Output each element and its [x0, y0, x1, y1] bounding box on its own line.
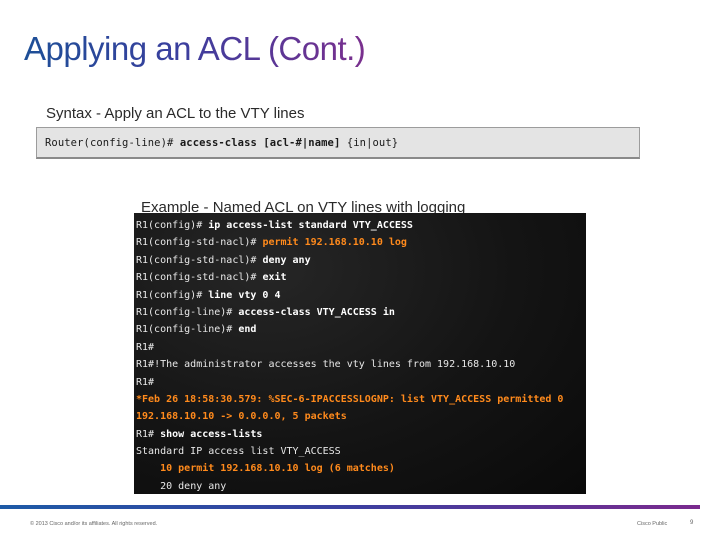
- terminal-text: deny any: [262, 254, 311, 266]
- terminal-prompt: R1(config)#: [136, 220, 209, 231]
- terminal-text: permit 192.168.10.10 log: [262, 237, 407, 249]
- terminal-line: Standard IP access list VTY_ACCESS: [136, 443, 563, 460]
- terminal-line: R1(config-std-nacl)# deny any: [136, 252, 563, 269]
- footer-classification: Cisco Public: [637, 521, 668, 527]
- footer-bar: [0, 505, 700, 509]
- terminal-prompt: R1(config-std-nacl)#: [136, 237, 263, 249]
- terminal-line: 10 permit 192.168.10.10 log (6 matches): [136, 460, 563, 477]
- terminal-text: show access-lists: [160, 428, 263, 440]
- slide-title: Applying an ACL (Cont.): [24, 30, 366, 67]
- terminal-prompt: R1#: [136, 341, 155, 353]
- syntax-prompt: Router(config-line)#: [45, 137, 180, 149]
- terminal-text: !The administrator accesses the vty line…: [154, 359, 516, 371]
- terminal-prompt: R1#: [136, 376, 155, 388]
- syntax-args-bold: [acl-#|name]: [256, 137, 341, 149]
- terminal-line: R1(config-line)# end: [136, 321, 563, 338]
- page-number: 9: [690, 520, 694, 526]
- terminal-prompt: R1(config-std-nacl)#: [136, 272, 263, 284]
- terminal-prompt: R1(config-line)#: [136, 324, 239, 336]
- terminal-text: line vty 0 4: [208, 289, 281, 301]
- terminal-line: R1#: [136, 339, 563, 356]
- terminal-line: 192.168.10.10 -> 0.0.0.0, 5 packets: [136, 408, 563, 425]
- terminal-line: R1(config)# line vty 0 4: [136, 287, 563, 304]
- terminal-prompt: R1#: [136, 359, 155, 371]
- syntax-args: {in|out}: [340, 137, 399, 149]
- terminal-line: R1#!The administrator accesses the vty l…: [136, 356, 563, 373]
- terminal-text: Standard IP access list VTY_ACCESS: [136, 446, 341, 458]
- terminal-line: R1(config)# ip access-list standard VTY_…: [136, 217, 563, 234]
- terminal-prompt: R1(config-line)#: [136, 306, 239, 318]
- terminal-line: 20 deny any: [136, 478, 563, 495]
- terminal-text: exit: [262, 272, 287, 284]
- terminal-prompt: R1(config)#: [136, 289, 209, 301]
- terminal-text: 20 deny any: [160, 480, 227, 492]
- terminal-line: *Feb 26 18:58:30.579: %SEC-6-IPACCESSLOG…: [136, 391, 563, 408]
- terminal-prompt: [136, 463, 160, 474]
- terminal-text: *Feb 26 18:58:30.579: %SEC-6-IPACCESSLOG…: [136, 393, 564, 405]
- terminal-line: R1(config-std-nacl)# permit 192.168.10.1…: [136, 234, 563, 251]
- terminal-line: R1# show access-lists: [136, 426, 563, 443]
- footer-copyright: © 2013 Cisco and/or its affiliates. All …: [30, 521, 158, 527]
- terminal-output: R1(config)# ip access-list standard VTY_…: [134, 213, 586, 494]
- terminal-line: R1(config-std-nacl)# exit: [136, 269, 563, 286]
- terminal-text: ip access-list standard VTY_ACCESS: [208, 220, 413, 231]
- terminal-text: 192.168.10.10 -> 0.0.0.0, 5 packets: [136, 411, 347, 423]
- terminal-text: end: [238, 324, 257, 336]
- syntax-label: Syntax - Apply an ACL to the VTY lines: [46, 105, 305, 122]
- terminal-prompt: [136, 481, 160, 492]
- syntax-code: Router(config-line)# access-class [acl-#…: [45, 137, 398, 149]
- terminal-lines: R1(config)# ip access-list standard VTY_…: [136, 217, 563, 495]
- terminal-line: R1#: [136, 374, 563, 391]
- terminal-text: 10 permit 192.168.10.10 log (6 matches): [160, 463, 395, 475]
- terminal-prompt: R1#: [136, 428, 161, 440]
- terminal-line: R1(config-line)# access-class VTY_ACCESS…: [136, 304, 563, 321]
- syntax-box: Router(config-line)# access-class [acl-#…: [36, 127, 640, 159]
- syntax-command: access-class: [179, 137, 257, 149]
- example-label: Example - Named ACL on VTY lines with lo…: [141, 199, 466, 216]
- terminal-prompt: R1(config-std-nacl)#: [136, 254, 263, 266]
- terminal-text: access-class VTY_ACCESS in: [238, 306, 395, 318]
